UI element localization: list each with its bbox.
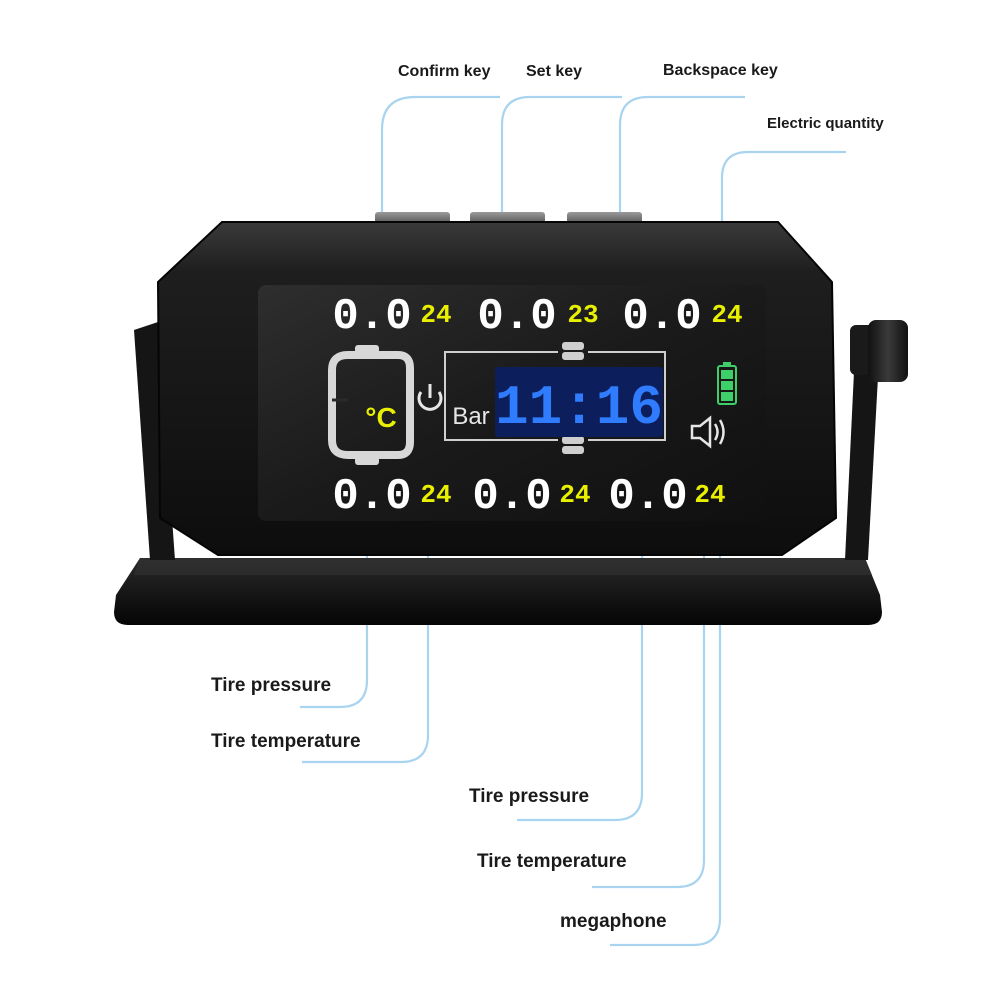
callout-tire-pressure-left: Tire pressure: [211, 675, 332, 696]
speaker-icon: [690, 415, 725, 449]
callout-tire-temperature-right: Tire temperature: [477, 851, 627, 872]
center-frame-tabs: [562, 342, 584, 454]
callout-tire-pressure-right: Tire pressure: [469, 786, 590, 807]
top-left-temp: 24: [420, 300, 451, 330]
line-tire-temp-right: [592, 490, 706, 889]
pressure-unit-label: Bar: [452, 403, 489, 430]
line-electric-quantity: [720, 150, 846, 360]
top-right-temp: 24: [711, 300, 742, 330]
callout-megaphone: megaphone: [560, 911, 667, 932]
top-mid-pressure: 0.0: [477, 292, 556, 342]
clock-display: 11:16: [495, 376, 663, 440]
bottom-mid-temp: 24: [559, 480, 590, 510]
line-megaphone: [610, 400, 722, 947]
bottom-right-pressure: 0.0: [608, 472, 687, 522]
top-right-pressure: 0.0: [622, 292, 701, 342]
bottom-right-temp: 24: [694, 480, 725, 510]
tire-icon: [328, 345, 414, 465]
line-confirm-key: [380, 95, 500, 218]
readouts: 0.0 24 0.0 23 0.0 24 0.0 24 0.0 24 0.0 2…: [332, 292, 742, 522]
bottom-mid-pressure: 0.0: [472, 472, 551, 522]
line-tire-temp-left: [302, 490, 430, 764]
bottom-left-pressure: 0.0: [332, 472, 411, 522]
callout-set-key: Set key: [526, 63, 583, 80]
adjustment-knob[interactable]: [850, 320, 908, 382]
center-frame: [444, 351, 666, 441]
line-tire-pressure-right: [517, 500, 644, 822]
clock-panel: [495, 367, 663, 437]
power-icon: [417, 384, 443, 411]
line-set-key: [500, 95, 622, 218]
line-tire-pressure-left: [300, 500, 369, 709]
callout-backspace-key: Backspace key: [663, 62, 778, 79]
bottom-left-temp: 24: [420, 480, 451, 510]
callout-electric-quantity: Electric quantity: [767, 115, 884, 132]
callout-tire-temperature-left: Tire temperature: [211, 731, 361, 752]
top-left-pressure: 0.0: [332, 292, 411, 342]
callout-confirm-key: Confirm key: [398, 63, 491, 80]
line-backspace-key: [618, 95, 745, 218]
temp-unit-label: °C: [365, 402, 396, 433]
battery-icon: [717, 362, 737, 405]
callout-lines: [300, 95, 846, 947]
top-mid-temp: 23: [567, 300, 598, 330]
